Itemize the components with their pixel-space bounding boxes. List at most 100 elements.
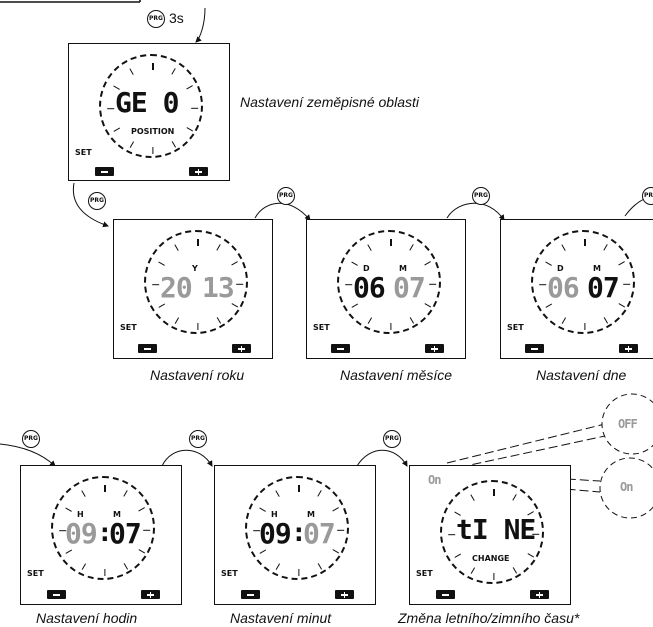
- dial-tick: [152, 62, 154, 70]
- minus-button[interactable]: [331, 344, 350, 353]
- dst-top-value: On: [428, 473, 441, 487]
- plus-button[interactable]: [141, 590, 160, 599]
- dial-tick: [107, 107, 115, 109]
- set-label: SET: [416, 569, 433, 578]
- dial-tick: [185, 84, 193, 90]
- minus-button[interactable]: [436, 590, 455, 599]
- prg-button-2: PRG: [277, 187, 295, 205]
- dial-tick: [390, 238, 392, 246]
- prg-button-7: PRG: [383, 430, 401, 448]
- indicator-m: M: [593, 264, 601, 273]
- dial-tick: [129, 68, 135, 76]
- plus-button[interactable]: [425, 344, 444, 353]
- arrow-month-to-day: [446, 202, 505, 221]
- dial-tick: [454, 552, 461, 558]
- dial-tick: [423, 260, 431, 266]
- geo-sub: POSITION: [131, 127, 175, 136]
- dst-sub: CHANGE: [472, 554, 510, 563]
- dial-tick: [275, 562, 281, 570]
- caption-minutes: Nastavení minut: [230, 610, 332, 626]
- plus-button[interactable]: [232, 344, 251, 353]
- bubble-on-text: On: [620, 480, 633, 494]
- duration-label: 3s: [169, 10, 184, 26]
- dial-tick: [81, 562, 87, 570]
- dial-tick: [137, 506, 145, 512]
- minutes-hour: 09: [259, 517, 292, 550]
- arrow-top-to-geo: [195, 7, 206, 43]
- dial-tick: [275, 490, 281, 498]
- dial-tick: [545, 260, 552, 266]
- bubble-on: [599, 457, 653, 519]
- panel-day: D M 06 07 SET: [500, 219, 653, 359]
- minus-button[interactable]: [241, 590, 260, 599]
- dial-tick: [367, 316, 373, 324]
- panel-dst: On tI NE CHANGE SET: [409, 465, 571, 605]
- geo-display: GE 0: [115, 86, 179, 119]
- arrow-minutes-to-dst: [356, 449, 408, 467]
- minus-button[interactable]: [95, 167, 114, 176]
- caption-month: Nastavení měsíce: [340, 367, 453, 383]
- dial-tick: [390, 322, 392, 330]
- panel-geo: GE 0 POSITION SET: [68, 43, 230, 181]
- dial-tick: [104, 484, 106, 492]
- set-label: SET: [75, 148, 92, 157]
- plus-button[interactable]: [189, 167, 208, 176]
- dial-tick: [216, 316, 222, 324]
- indicator-h: H: [271, 510, 278, 519]
- dial-tick: [65, 506, 72, 512]
- dial-tick: [129, 140, 135, 148]
- bubble-off: [601, 393, 653, 455]
- dial-tick: [512, 494, 518, 502]
- dial-tick: [512, 566, 518, 574]
- dashed-line-on-1: [449, 471, 601, 482]
- dial-tick: [493, 488, 495, 496]
- prg-button-4: PRG: [642, 187, 653, 205]
- dial-ring: [531, 230, 635, 334]
- minus-button[interactable]: [138, 344, 157, 353]
- prg-button-left: PRG: [88, 192, 106, 210]
- hours-minute: 07: [109, 517, 142, 550]
- dial-tick: [617, 260, 625, 266]
- dial-ring: [245, 476, 349, 580]
- dial-tick: [298, 484, 300, 492]
- arrow-geo-to-year: [72, 182, 109, 228]
- dial-tick: [337, 529, 345, 531]
- dial-tick: [493, 572, 495, 580]
- dial-tick: [104, 568, 106, 576]
- plus-button[interactable]: [530, 590, 549, 599]
- dial-tick: [216, 244, 222, 252]
- dial-tick: [259, 506, 266, 512]
- panel-month: D M 06 07 SET: [306, 219, 466, 359]
- dial-tick: [185, 126, 193, 132]
- dial-tick: [584, 322, 586, 330]
- plus-button[interactable]: [619, 344, 638, 353]
- year-value-a: 20: [160, 271, 193, 304]
- minus-button[interactable]: [47, 590, 66, 599]
- dial-tick: [298, 568, 300, 576]
- dial-tick: [197, 322, 199, 330]
- arrow-year-to-month: [254, 202, 311, 221]
- dial-tick: [197, 238, 199, 246]
- caption-year: Nastavení roku: [150, 367, 245, 383]
- dial-tick: [367, 244, 373, 252]
- month-day: 06: [353, 271, 386, 304]
- caption-day: Nastavení dne: [536, 367, 627, 383]
- dial-tick: [561, 316, 567, 324]
- arrow-in-to-hours: [0, 443, 56, 467]
- minus-button[interactable]: [525, 344, 544, 353]
- indicator-d: D: [363, 264, 370, 273]
- set-label: SET: [221, 569, 238, 578]
- day-day: 06: [547, 271, 580, 304]
- dial-tick: [345, 283, 353, 285]
- dial-tick: [158, 260, 165, 266]
- dial-tick: [539, 283, 547, 285]
- dashed-line-on-2: [449, 478, 601, 493]
- plus-button[interactable]: [335, 590, 354, 599]
- dial-tick: [623, 283, 631, 285]
- dashed-line-off-1: [446, 423, 606, 464]
- indicator-m: M: [399, 264, 407, 273]
- month-month: 07: [393, 271, 426, 304]
- dial-tick: [123, 490, 129, 498]
- dial-tick: [143, 529, 151, 531]
